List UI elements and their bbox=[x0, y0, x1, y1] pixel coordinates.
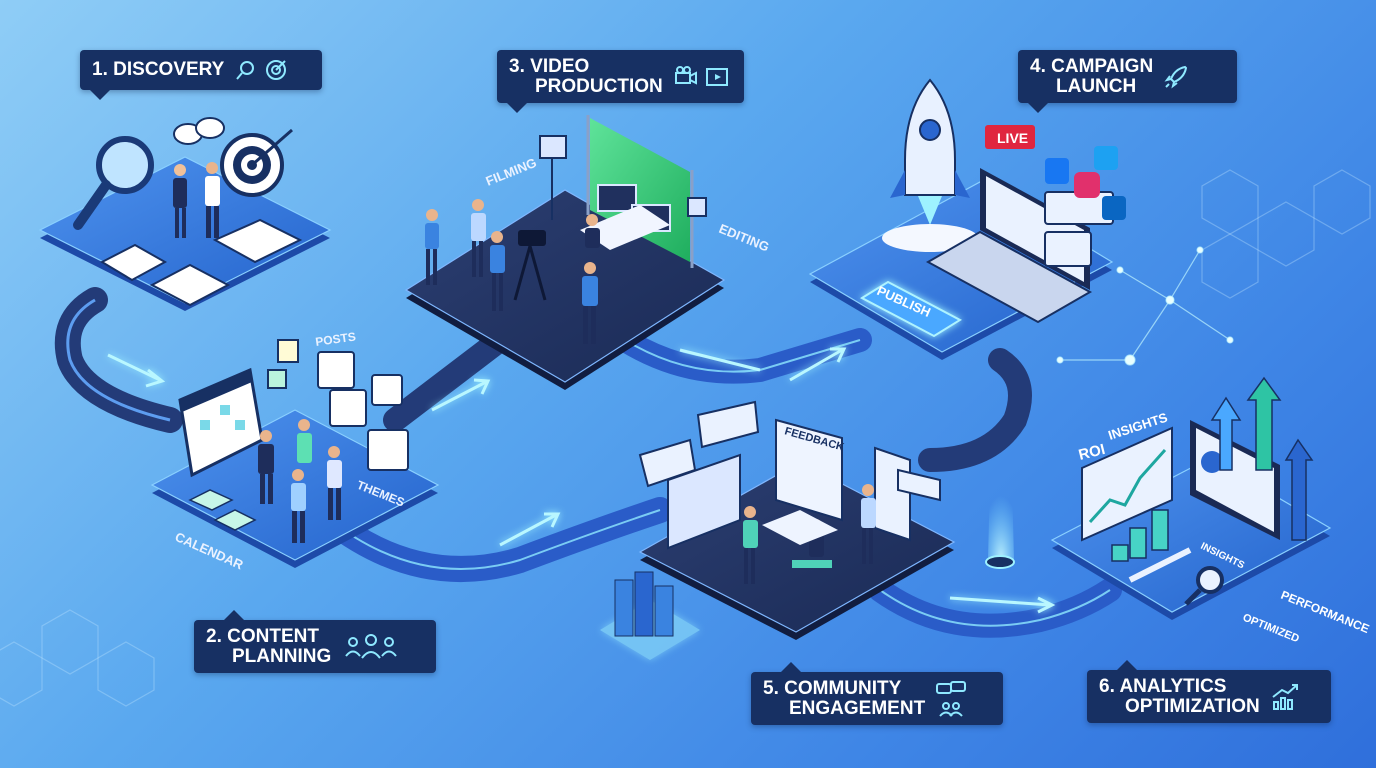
growth-arrows bbox=[1210, 376, 1314, 541]
performance-text: PERFORMANCE bbox=[1279, 588, 1371, 636]
filming-text: FILMING bbox=[484, 155, 539, 189]
editing-desk bbox=[580, 184, 671, 250]
facebook-icon bbox=[1045, 158, 1069, 184]
stage-number: 2. bbox=[206, 625, 222, 647]
magnifier-icon bbox=[73, 136, 154, 230]
arrow-icon bbox=[107, 353, 166, 388]
arrow-icon bbox=[499, 512, 561, 547]
stage-number: 3. bbox=[509, 55, 525, 77]
roi-text: ROI bbox=[1077, 441, 1107, 464]
video-camera-icon bbox=[674, 65, 697, 85]
feedback-board bbox=[775, 418, 843, 522]
stage-number: 5. bbox=[763, 677, 779, 699]
rocket-icon bbox=[882, 78, 978, 252]
speech-bubbles-icon bbox=[173, 117, 225, 145]
film-icon bbox=[705, 67, 728, 86]
stage-number: 6. bbox=[1099, 675, 1115, 697]
publish-button bbox=[859, 280, 963, 338]
stage-title: CAMPAIGN bbox=[1051, 55, 1154, 77]
calendar-icon bbox=[178, 367, 264, 478]
magnifier-icon bbox=[1184, 566, 1224, 606]
chat-icon bbox=[936, 680, 967, 694]
stage-title: DISCOVERY bbox=[113, 59, 225, 80]
bar-blocks bbox=[1111, 509, 1169, 562]
stage-subtitle: ENGAGEMENT bbox=[789, 697, 926, 719]
desk-items bbox=[188, 489, 257, 531]
dashboard-monitor bbox=[1190, 420, 1280, 540]
people-figures bbox=[743, 484, 876, 584]
platform-campaign-launch bbox=[808, 78, 1114, 360]
platform-discovery bbox=[38, 117, 332, 311]
light-beam bbox=[985, 480, 1015, 569]
stage-title: VIDEO bbox=[530, 55, 590, 77]
line-chart-board bbox=[1081, 426, 1173, 542]
people-figures bbox=[258, 419, 342, 543]
growth-chart-icon bbox=[1272, 683, 1298, 710]
server-stack bbox=[600, 571, 700, 660]
platform-community-engagement bbox=[638, 400, 956, 640]
target-icon bbox=[266, 60, 287, 80]
studio-lights bbox=[539, 135, 707, 220]
chat-bubbles bbox=[638, 400, 941, 502]
rocket-icon bbox=[1164, 65, 1188, 88]
optimized-text: OPTIMIZED bbox=[1241, 612, 1301, 646]
camera-crew bbox=[425, 199, 600, 344]
live-text: LIVE bbox=[997, 130, 1028, 146]
platform-content-planning bbox=[150, 339, 440, 568]
arrow-icon bbox=[679, 348, 761, 372]
people-icon bbox=[939, 701, 963, 717]
arrow-icon bbox=[789, 347, 847, 382]
stage-title: COMMUNITY bbox=[784, 677, 902, 699]
network-graph bbox=[1056, 246, 1234, 366]
live-badge bbox=[985, 125, 1035, 149]
stage-subtitle: PRODUCTION bbox=[535, 75, 663, 97]
tablet-icon bbox=[874, 446, 911, 542]
stage-number: 4. bbox=[1030, 55, 1046, 77]
people-figures bbox=[173, 162, 220, 238]
popup-cards bbox=[1044, 191, 1114, 267]
twitter-icon bbox=[1094, 146, 1118, 170]
monitor-icon bbox=[667, 453, 741, 550]
search-icon bbox=[236, 61, 255, 80]
instagram-icon bbox=[1074, 172, 1100, 198]
stage-subtitle: OPTIMIZATION bbox=[1125, 695, 1260, 717]
stage-label-discovery: 1. DISCOVERY bbox=[80, 50, 322, 100]
content-cards bbox=[267, 339, 409, 471]
editing-text: EDITING bbox=[717, 221, 772, 255]
documents bbox=[99, 218, 303, 307]
linkedin-icon bbox=[1102, 196, 1126, 220]
stage-title: CONTENT bbox=[227, 625, 319, 647]
social-icons bbox=[1045, 146, 1126, 220]
arrow-icon bbox=[949, 596, 1056, 614]
arrow-icon bbox=[431, 378, 491, 412]
stage-subtitle: LAUNCH bbox=[1056, 75, 1137, 97]
stage-title: ANALYTICS bbox=[1119, 675, 1227, 697]
arrow-icon bbox=[1128, 547, 1192, 583]
stage-subtitle: PLANNING bbox=[232, 645, 332, 667]
path-arrows bbox=[107, 347, 1056, 614]
stage-number: 1. bbox=[92, 59, 108, 80]
background-hexagons bbox=[0, 169, 1371, 707]
team-icon bbox=[345, 633, 398, 659]
platform-video-production bbox=[404, 115, 726, 390]
platform-analytics-optimization bbox=[1050, 376, 1332, 620]
posts-text: POSTS bbox=[314, 329, 356, 349]
target-icon bbox=[220, 128, 293, 197]
